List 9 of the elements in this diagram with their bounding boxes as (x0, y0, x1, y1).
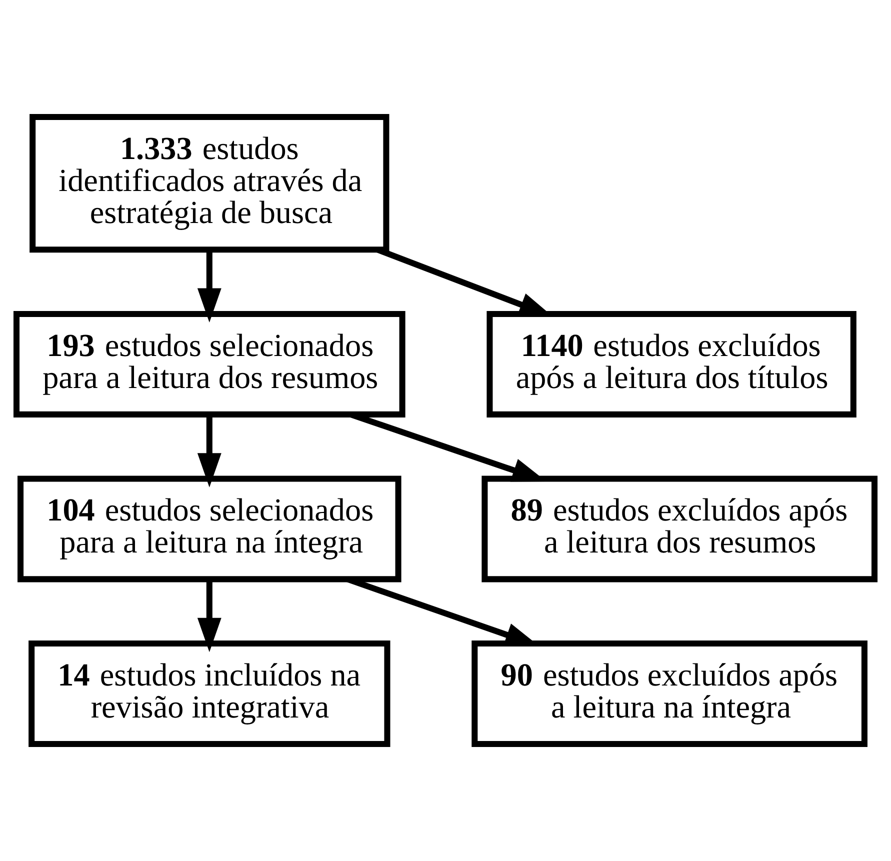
node-box: 104 estudos selecionados para a leitura na íntegra (18, 476, 402, 582)
node-box: 193 estudos selecionados para a leitura dos resumos (13, 310, 406, 418)
node-box: 1140 estudos excluídos após a leitura dos títulos (486, 310, 856, 418)
arrow (197, 579, 222, 652)
node-box: 89 estudos excluídos após a leitura dos resumos (482, 476, 878, 582)
arrow (197, 250, 222, 323)
node-box: 90 estudos excluídos após a leitura na íntegra (472, 640, 868, 747)
node-box: 14 estudos incluídos na revisão integrativa (28, 640, 390, 747)
node-box: 1.333 estudos identificados através da estratégia de busca (30, 114, 390, 253)
